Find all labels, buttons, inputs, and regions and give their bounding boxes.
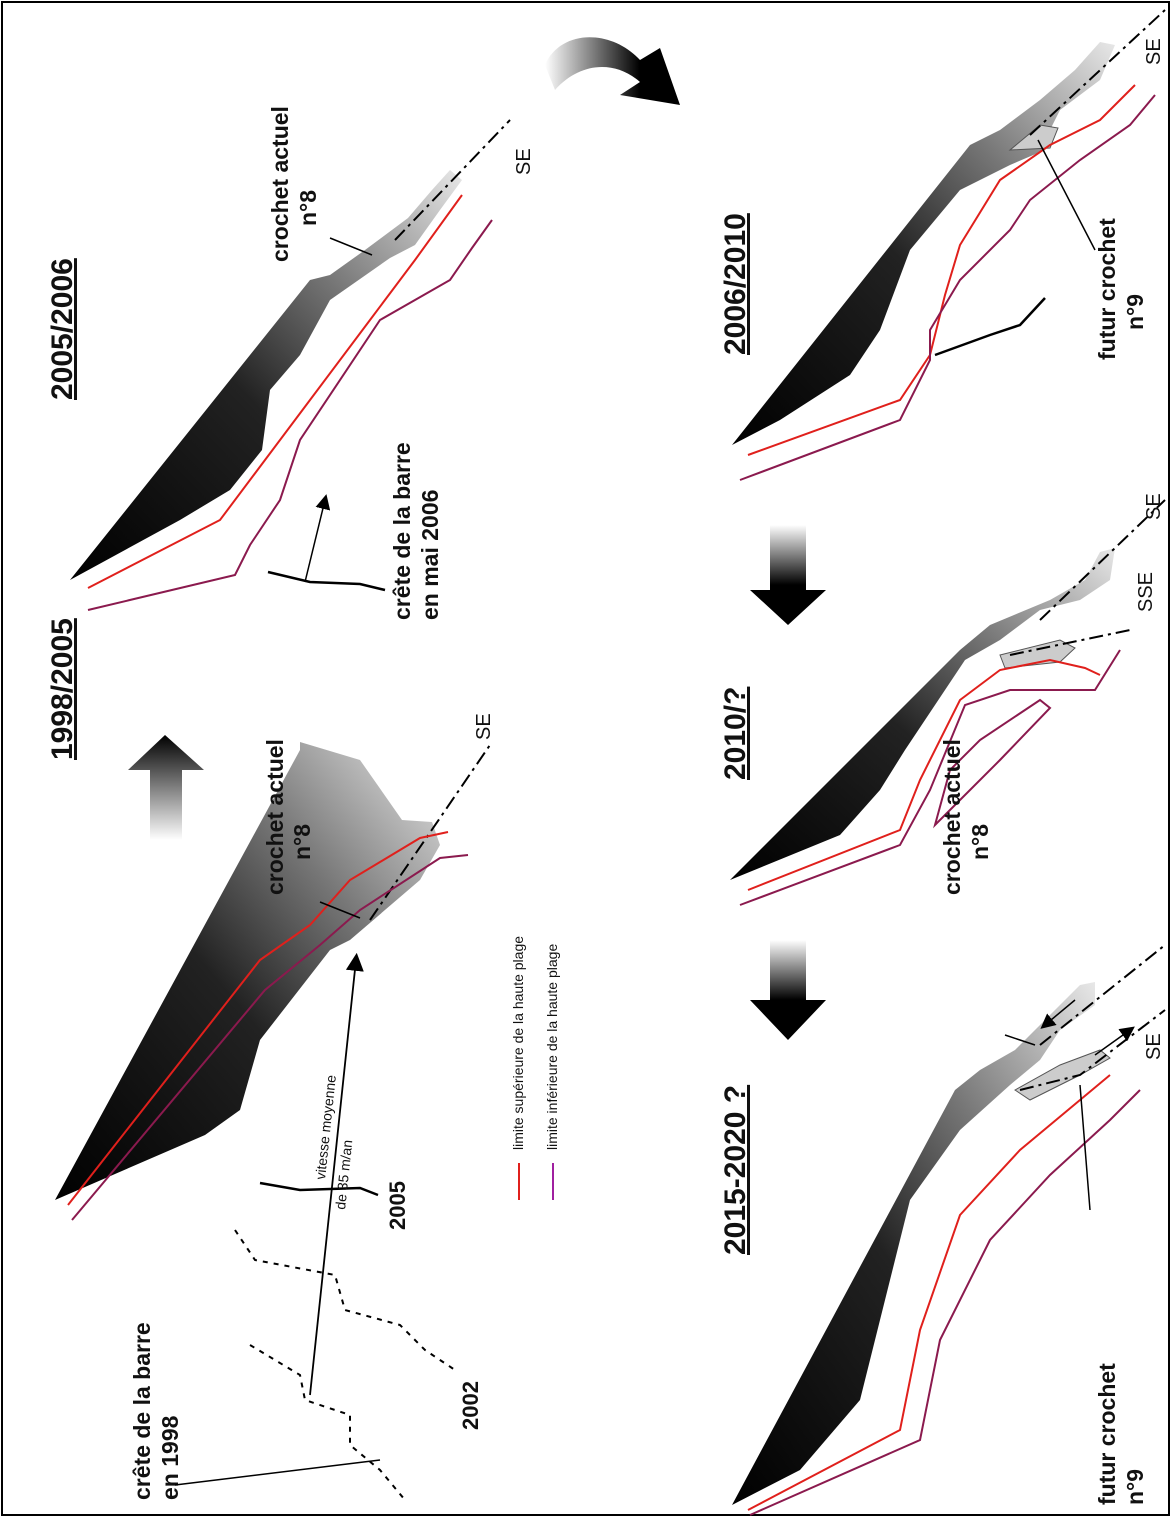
crest-2006-line — [268, 572, 385, 590]
crest-1998-label-line1: crête de la barre — [129, 1322, 155, 1500]
hook-pointer-line — [330, 238, 372, 255]
legend-lower-label: limite inférieure de la haute plage — [544, 944, 560, 1150]
crest-2005-line — [260, 1183, 378, 1195]
future-hook-bar — [935, 298, 1045, 355]
future-hook-label-line1: futur crochet — [1094, 1363, 1120, 1505]
crest-2006-label-line2: en mai 2006 — [417, 490, 443, 620]
crest-2006-arrow — [305, 500, 325, 582]
future-hook-label-line2: n°9 — [1122, 1469, 1148, 1505]
panel-title-2005: 2005/2006 — [46, 258, 79, 400]
crest-2002-line — [235, 1230, 455, 1370]
crest-2006-label-line1: crête de la barre — [389, 442, 415, 620]
year-2002-label: 2002 — [458, 1381, 483, 1430]
panel-title-2006: 2006/2010 — [719, 213, 752, 355]
hook-label-line2: n°8 — [967, 824, 993, 860]
panel-title-2015: 2015-2020 ? — [719, 1085, 752, 1255]
panel-title-2010: 2010/? — [719, 687, 752, 780]
panel-2005-2006: 2005/2006 SE crête de la barre en mai 20… — [46, 106, 535, 620]
transition-arrow-up — [128, 735, 204, 840]
panel-title-1998: 1998/2005 — [46, 618, 79, 760]
crest-1998-label-line2: en 1998 — [157, 1415, 183, 1500]
hook-label-line2: n°8 — [289, 824, 315, 860]
hook-label-line1: crochet actuel — [262, 739, 288, 895]
panel-1998-2005: 1998/2005 SE crochet actuel n°8 crête de… — [46, 618, 560, 1500]
legend-upper-label: limite supérieure de la haute plage — [510, 936, 526, 1150]
direction-se: SE — [1143, 1033, 1165, 1060]
direction-se: SE — [513, 148, 535, 175]
spit-axis-se — [1030, 10, 1165, 135]
direction-sse: SSE — [1135, 572, 1157, 612]
year-2005-label: 2005 — [385, 1181, 410, 1230]
spit-shape — [55, 742, 440, 1200]
direction-se: SE — [1143, 38, 1165, 65]
transition-arrow-down — [750, 525, 826, 625]
hook-label-line1: crochet actuel — [939, 739, 965, 895]
future-hook-label-line1: futur crochet — [1094, 218, 1120, 360]
transition-arrow-down — [750, 940, 826, 1040]
spit-shape — [732, 982, 1095, 1505]
panel-2006-2010: 2006/2010 SE futur crochet n°9 — [719, 10, 1165, 480]
spit-shape — [732, 42, 1115, 445]
future-hook-pointer — [1080, 1085, 1090, 1210]
hook-label-line1: crochet actuel — [267, 106, 293, 262]
crest-1998-pointer — [175, 1460, 380, 1485]
transition-arrow-curved — [545, 37, 680, 105]
hook-label-line2: n°8 — [295, 190, 321, 226]
future-hook-label-line2: n°9 — [1122, 294, 1148, 330]
direction-se: SE — [473, 713, 495, 740]
direction-se: SE — [1143, 493, 1165, 520]
crest-1998-line — [250, 1345, 405, 1500]
